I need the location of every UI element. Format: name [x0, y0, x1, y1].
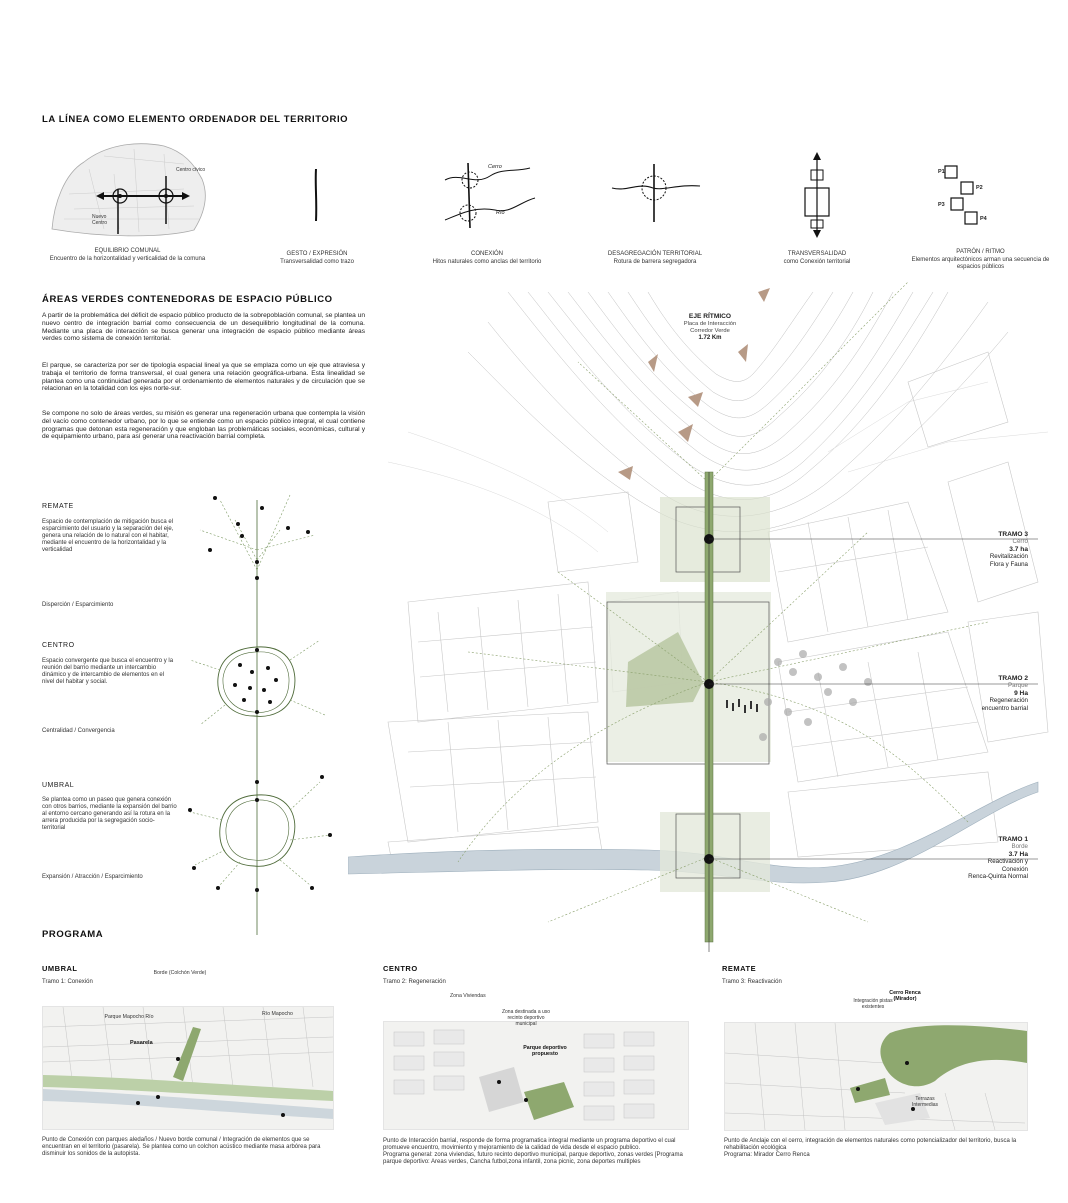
concept-desc-remate: Espacio de contemplación de mitigación b…	[42, 519, 174, 553]
programa-umbral-sub: Tramo 1: Conexión	[42, 979, 93, 985]
tramo-1-desc2: Conexión	[1001, 865, 1028, 873]
remate-label-pistas: Integración pistas existentes	[853, 998, 893, 1010]
pattern-label-p1: P1	[938, 169, 945, 175]
tramo-1-sub: Borde	[1011, 843, 1028, 851]
concept-tag-centro: Centralidad / Convergencia	[42, 728, 115, 734]
tramo-3-desc2: Flora y Fauna	[989, 560, 1028, 568]
gesture-line-sketch	[314, 168, 318, 222]
diagram-label-5: TRANSVERSALIDAD	[787, 251, 847, 257]
diagram-desc-2: Transversalidad como trazo	[280, 259, 354, 265]
map-label-nuevo: Nuevo Centro	[92, 214, 108, 226]
tramo-2-sub: Parque	[1008, 682, 1028, 690]
map-label-centro: Centro cívico	[176, 167, 206, 173]
axis-title: EJE RÍTMICO	[688, 313, 732, 320]
concept-tag-umbral: Expansión / Atracción / Esparcimiento	[42, 874, 143, 880]
tramo-3-sub: Cerro	[1012, 538, 1028, 546]
comuna-map-diagram	[51, 143, 206, 237]
paragraph-2: El parque, se caracteriza por ser de tip…	[42, 362, 365, 393]
tramo-3-desc1: Revitalización	[989, 553, 1028, 561]
programa-centro-sub: Tramo 2: Regeneración	[383, 979, 446, 985]
axis-length: 1.72 Km	[698, 335, 722, 341]
centro-label-zona: Zona destinada a uso recinto deportivo m…	[501, 1009, 551, 1027]
desagregacion-sketch	[611, 164, 701, 222]
umbral-thumbnail	[42, 1006, 334, 1130]
tramo-2-desc2: encuentro barrial	[981, 704, 1028, 712]
umbral-label-borde: Borde (Colchón Verde)	[153, 970, 207, 976]
pattern-label-p2: P2	[976, 185, 983, 191]
sketch-label-cerro: Cerro	[488, 164, 502, 170]
diagram-desc-1: Encuentro de la horizontalidad y vertica…	[49, 256, 206, 262]
tramo-3-area: 3.7 ha	[1009, 545, 1028, 553]
tramo-3-title: TRAMO 3	[998, 531, 1028, 538]
umbral-label-pasarela: Pasarela	[130, 1040, 153, 1046]
master-plan-map	[348, 282, 1049, 952]
pattern-label-p3: P3	[938, 202, 945, 208]
diagram-label-1: EQUILIBRIO COMUNAL	[94, 248, 161, 254]
tramo-1-desc1: Reactivación y	[987, 858, 1028, 866]
diagram-label-4: DESAGREGACIÓN TERRITORIAL	[607, 251, 703, 257]
paragraph-1: A partir de la problemática del déficit …	[42, 312, 365, 343]
centro-label-parque: Parque deportivo propuesto	[523, 1045, 567, 1057]
tramo-2-area: 9 Ha	[1014, 689, 1028, 697]
centro-thumbnail	[383, 1021, 689, 1130]
remate-label-cerro: Cerro Renca (Mirador)	[889, 990, 921, 1002]
pattern-sketch	[944, 165, 978, 225]
tramo-1-area: 3.7 Ha	[1008, 850, 1028, 858]
umbral-label-parque: Parque Mapocho Río	[104, 1014, 154, 1020]
diagram-label-6: PATRÓN / RITMO	[956, 249, 1005, 255]
umbral-label-rio: Río Mapocho	[262, 1011, 293, 1017]
diagram-label-3: CONEXIÓN	[470, 251, 503, 257]
diagram-desc-4: Rotura de barrera segregadora	[613, 259, 697, 265]
tramo-1-desc3: Renca-Quinta Normal	[968, 873, 1028, 881]
transversalidad-sketch	[804, 152, 830, 238]
concept-title-centro: CENTRO	[42, 642, 75, 649]
concept-tag-remate: Disperción / Esparcimiento	[42, 602, 114, 608]
diagram-label-2: GESTO / EXPRESIÓN	[286, 251, 348, 257]
axis-sub1: Placa de Interacción	[683, 321, 737, 327]
tramo-2-block: TRAMO 2 Parque 9 Ha Regeneración encuent…	[948, 675, 1028, 712]
umbral-caption: Punto de Conexión con parques aledaños /…	[42, 1137, 321, 1157]
pattern-label-p4: P4	[980, 216, 987, 222]
programa-umbral-title: UMBRAL	[42, 964, 78, 973]
tramo-3-block: TRAMO 3 Cerro 3.7 ha Revitalización Flor…	[958, 531, 1028, 568]
connection-sketch	[444, 162, 536, 229]
tramo-2-desc1: Regeneración	[989, 697, 1028, 705]
concept-axis-diagram	[188, 494, 332, 935]
tramo-1-title: TRAMO 1	[998, 836, 1028, 843]
diagram-desc-3: Hitos naturales como anclas del territor…	[432, 259, 542, 265]
remate-thumbnail	[724, 1022, 1028, 1131]
remate-label-terrazas: Terrazas Intermedias	[911, 1096, 939, 1108]
remate-caption: Punto de Anclaje con el cerro, integraci…	[724, 1138, 1017, 1158]
tramo-1-block: TRAMO 1 Borde 3.7 Ha Reactivación y Cone…	[938, 836, 1028, 880]
concept-desc-umbral: Se plantea como un paseo que genera cone…	[42, 797, 177, 831]
programa-title: PROGRAMA	[42, 929, 104, 940]
tramo-2-title: TRAMO 2	[998, 675, 1028, 682]
concept-desc-centro: Espacio convergente que busca el encuent…	[42, 658, 174, 685]
axis-sub2: Corredor Verde	[690, 328, 730, 334]
programa-remate-sub: Tramo 3: Reactivación	[722, 979, 782, 985]
centro-label-viviendas: Zona Viviendas	[450, 993, 486, 999]
programa-centro-title: CENTRO	[383, 964, 418, 973]
diagram-desc-5: como Conexión territorial	[783, 259, 851, 265]
section-title-areas: ÁREAS VERDES CONTENEDORAS DE ESPACIO PÚB…	[42, 294, 333, 305]
concept-title-remate: REMATE	[42, 503, 74, 510]
concept-title-umbral: UMBRAL	[42, 782, 75, 789]
centro-caption: Punto de Interacción barrial, responde d…	[383, 1138, 683, 1165]
programa-remate-title: REMATE	[722, 964, 757, 973]
sketch-label-rio: Río	[496, 210, 505, 216]
paragraph-3: Se compone no solo de áreas verdes, su m…	[42, 410, 365, 441]
diagram-desc-6: Elementos arquitectónicos arman una secu…	[911, 257, 1050, 270]
section-title-linea: LA LÍNEA COMO ELEMENTO ORDENADOR DEL TER…	[42, 114, 349, 125]
